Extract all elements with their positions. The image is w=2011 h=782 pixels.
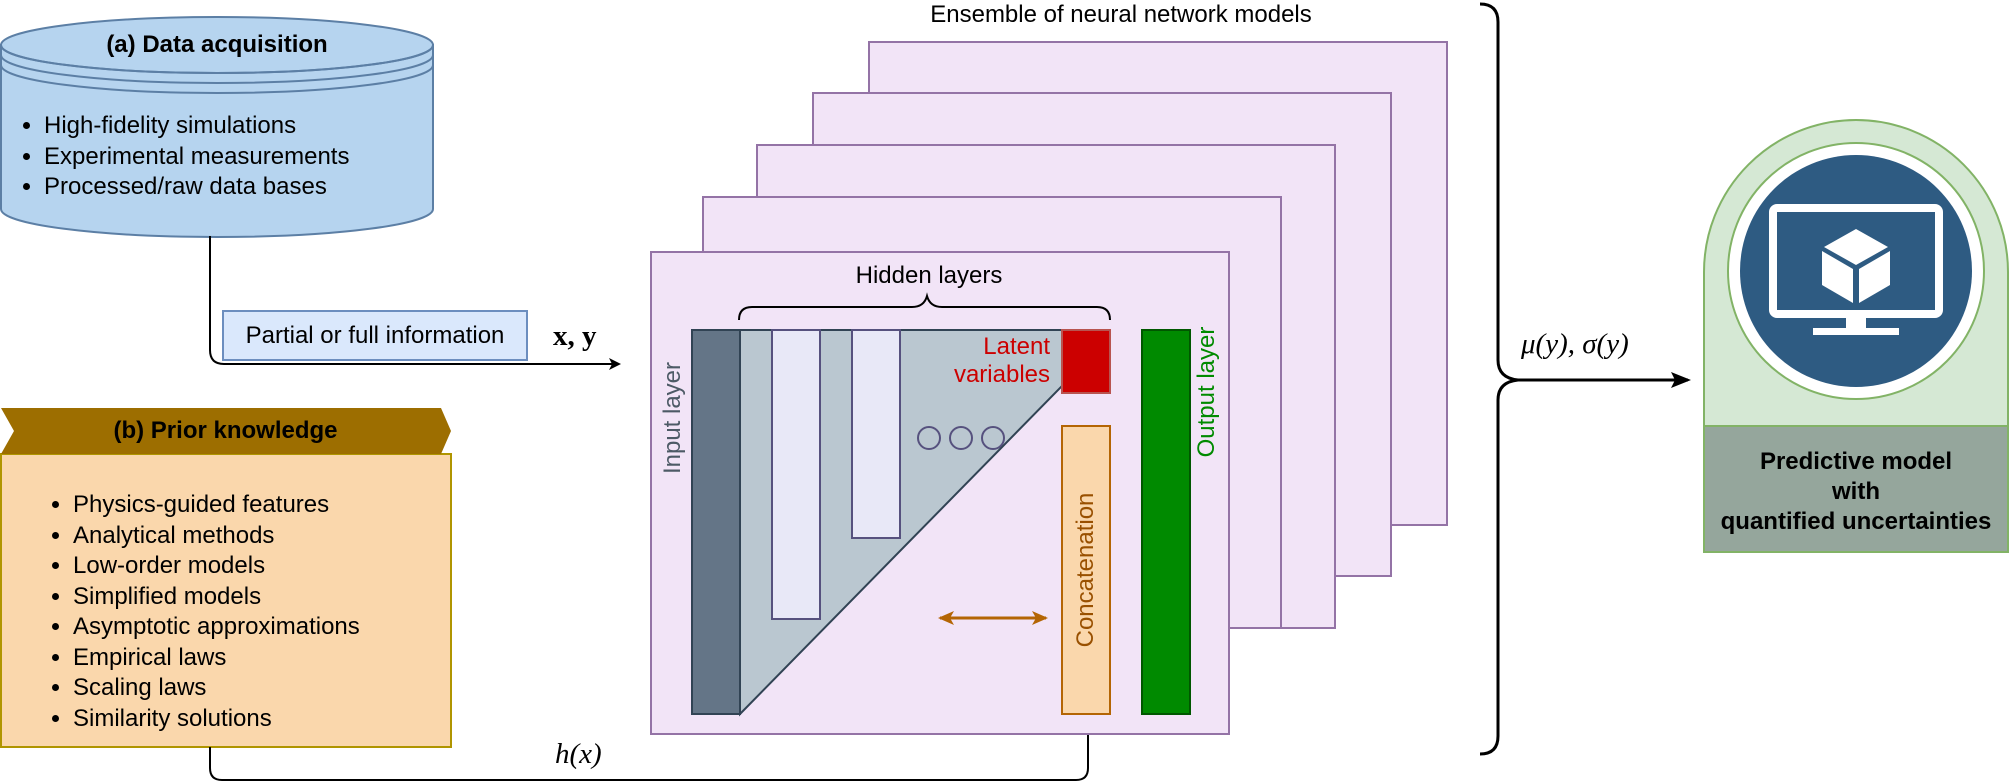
- output-layer-label: Output layer: [1193, 326, 1220, 458]
- prior-knowledge-list: Physics-guided features Analytical metho…: [39, 490, 360, 734]
- output-label: μ(y), σ(y): [1521, 328, 1629, 360]
- prior-knowledge-block: [0, 408, 452, 748]
- result-line-2: with: [1832, 478, 1880, 505]
- inputs-label: x, y: [553, 320, 597, 352]
- result-line-3: quantified uncertainties: [1720, 508, 1992, 535]
- data-item: Processed/raw data bases: [44, 172, 349, 203]
- concatenation-block: [1061, 425, 1111, 715]
- prior-item: Physics-guided features: [73, 490, 360, 521]
- prior-item: Simplified models: [73, 582, 360, 613]
- monitor-cube-icon: [1769, 204, 1943, 335]
- prior-item: Asymptotic approximations: [73, 612, 360, 643]
- hidden-layers-brace: [738, 292, 1111, 321]
- input-layer-label: Input layer: [659, 361, 686, 475]
- prior-knowledge-title: (b) Prior knowledge: [113, 417, 338, 444]
- latent-block: [1061, 329, 1111, 394]
- data-acquisition-list: High-fidelity simulations Experimental m…: [10, 111, 349, 203]
- output-layer-bar: [1141, 329, 1191, 715]
- result-label-box: [1703, 425, 2009, 553]
- ensemble-title: Ensemble of neural network models: [930, 1, 1312, 28]
- data-to-network-connector: [209, 236, 621, 370]
- prior-item: Scaling laws: [73, 673, 360, 704]
- result-label: Predictive model with quantified uncerta…: [1704, 447, 2008, 537]
- info-box: [222, 310, 528, 361]
- prior-item: Low-order models: [73, 551, 360, 582]
- hidden-bar-1: [771, 329, 821, 620]
- input-layer-bar: [691, 329, 741, 715]
- data-acquisition-title: (a) Data acquisition: [106, 31, 328, 58]
- latent-line-2: variables: [953, 361, 1050, 388]
- ellipsis-circle-2: [949, 426, 973, 450]
- hidden-layers-label: Hidden layers: [855, 262, 1003, 289]
- latent-variables-label: Latent variables: [930, 333, 1050, 389]
- prior-item: Empirical laws: [73, 643, 360, 674]
- data-item: Experimental measurements: [44, 142, 349, 173]
- ellipsis-circle-1: [917, 426, 941, 450]
- network-internals: [691, 329, 1191, 717]
- hx-label: h(x): [555, 738, 602, 770]
- ensemble-brace: [1479, 2, 1519, 756]
- prior-to-concat-connector: [209, 686, 1094, 781]
- info-box-label: Partial or full information: [245, 322, 505, 349]
- data-acquisition-cylinder: [0, 16, 434, 238]
- result-line-1: Predictive model: [1759, 448, 1953, 475]
- hidden-bar-2: [851, 329, 901, 539]
- prior-item: Similarity solutions: [73, 704, 360, 735]
- prior-item: Analytical methods: [73, 521, 360, 552]
- latent-line-1: Latent: [983, 333, 1050, 360]
- ellipsis-circle-3: [981, 426, 1005, 450]
- result-block: [1703, 119, 2009, 553]
- concatenation-label: Concatenation: [1072, 492, 1099, 648]
- data-item: High-fidelity simulations: [44, 111, 349, 142]
